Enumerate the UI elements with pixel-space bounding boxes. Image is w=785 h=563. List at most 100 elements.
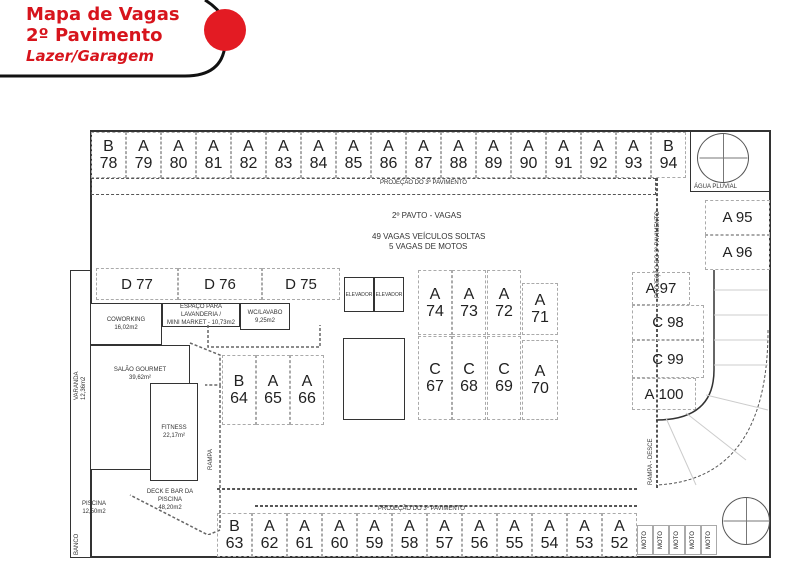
title-line1: Mapa de Vagas xyxy=(26,4,180,25)
spot-type: A xyxy=(348,138,359,155)
spot-type: A xyxy=(334,518,345,535)
spot-type: A xyxy=(301,373,313,390)
room-name: COWORKING xyxy=(106,317,146,323)
spot-type: A xyxy=(278,138,289,155)
spot-number: 68 xyxy=(460,378,478,395)
spot-type: C xyxy=(463,361,475,378)
spot-type: A xyxy=(534,292,546,309)
moto-spot[interactable]: MOTO xyxy=(653,525,669,555)
moto-spot[interactable]: MOTO xyxy=(685,525,701,555)
room-area: 22,17m² xyxy=(162,433,185,439)
spot-type: A xyxy=(488,138,499,155)
spot-number: 66 xyxy=(298,390,316,407)
spot-type: A xyxy=(523,138,534,155)
spot-type: A xyxy=(313,138,324,155)
room-name: PISCINA xyxy=(81,500,106,507)
spot-type: B xyxy=(229,518,240,535)
red-dot-icon xyxy=(204,9,246,51)
spot-type: A xyxy=(558,138,569,155)
spot-type: A xyxy=(383,138,394,155)
spot-number: 73 xyxy=(460,302,478,320)
spot-type: A xyxy=(579,518,590,535)
spot-number: 88 xyxy=(449,155,468,172)
spot-number: 62 xyxy=(260,535,279,552)
room-name: PISCINA xyxy=(157,497,182,503)
room-area: MINI MARKET - 10,73m2 xyxy=(167,320,235,326)
spot-number: 89 xyxy=(484,155,503,172)
projection-line-right xyxy=(656,178,658,488)
spot-d75[interactable]: D 75 xyxy=(262,268,340,300)
spot-number: 82 xyxy=(239,155,258,172)
spot-a96[interactable]: A 96 xyxy=(705,235,770,270)
room-name: VARANDA xyxy=(74,371,80,400)
stairwell xyxy=(343,338,405,420)
moto-spot[interactable]: MOTO xyxy=(669,525,685,555)
spot-type: A xyxy=(173,138,184,155)
left-wing xyxy=(70,270,92,558)
rampa-desce-label: RAMPA - DESCE xyxy=(648,438,654,485)
spot-a95[interactable]: A 95 xyxy=(705,200,770,235)
spot-type: A xyxy=(264,518,275,535)
moto-spot[interactable]: MOTO xyxy=(701,525,717,555)
ramp-spiral xyxy=(656,270,769,486)
spot-number: 79 xyxy=(134,155,153,172)
center-line1: 49 VAGAS VEÍCULOS SOLTAS xyxy=(372,232,486,241)
moto-spot[interactable]: MOTO xyxy=(637,525,653,555)
spot-type: A xyxy=(418,138,429,155)
spot-type: A xyxy=(614,518,625,535)
room-name: DECK E BAR DA xyxy=(146,489,194,495)
spot-label: D 77 xyxy=(121,275,153,293)
spot-d76[interactable]: D 76 xyxy=(178,268,262,300)
room-name: SALÃO GOURMET xyxy=(113,367,167,373)
spot-d77[interactable]: D 77 xyxy=(96,268,178,300)
room-name: WC/LAVABO xyxy=(247,309,283,316)
spot-number: 61 xyxy=(295,535,314,552)
